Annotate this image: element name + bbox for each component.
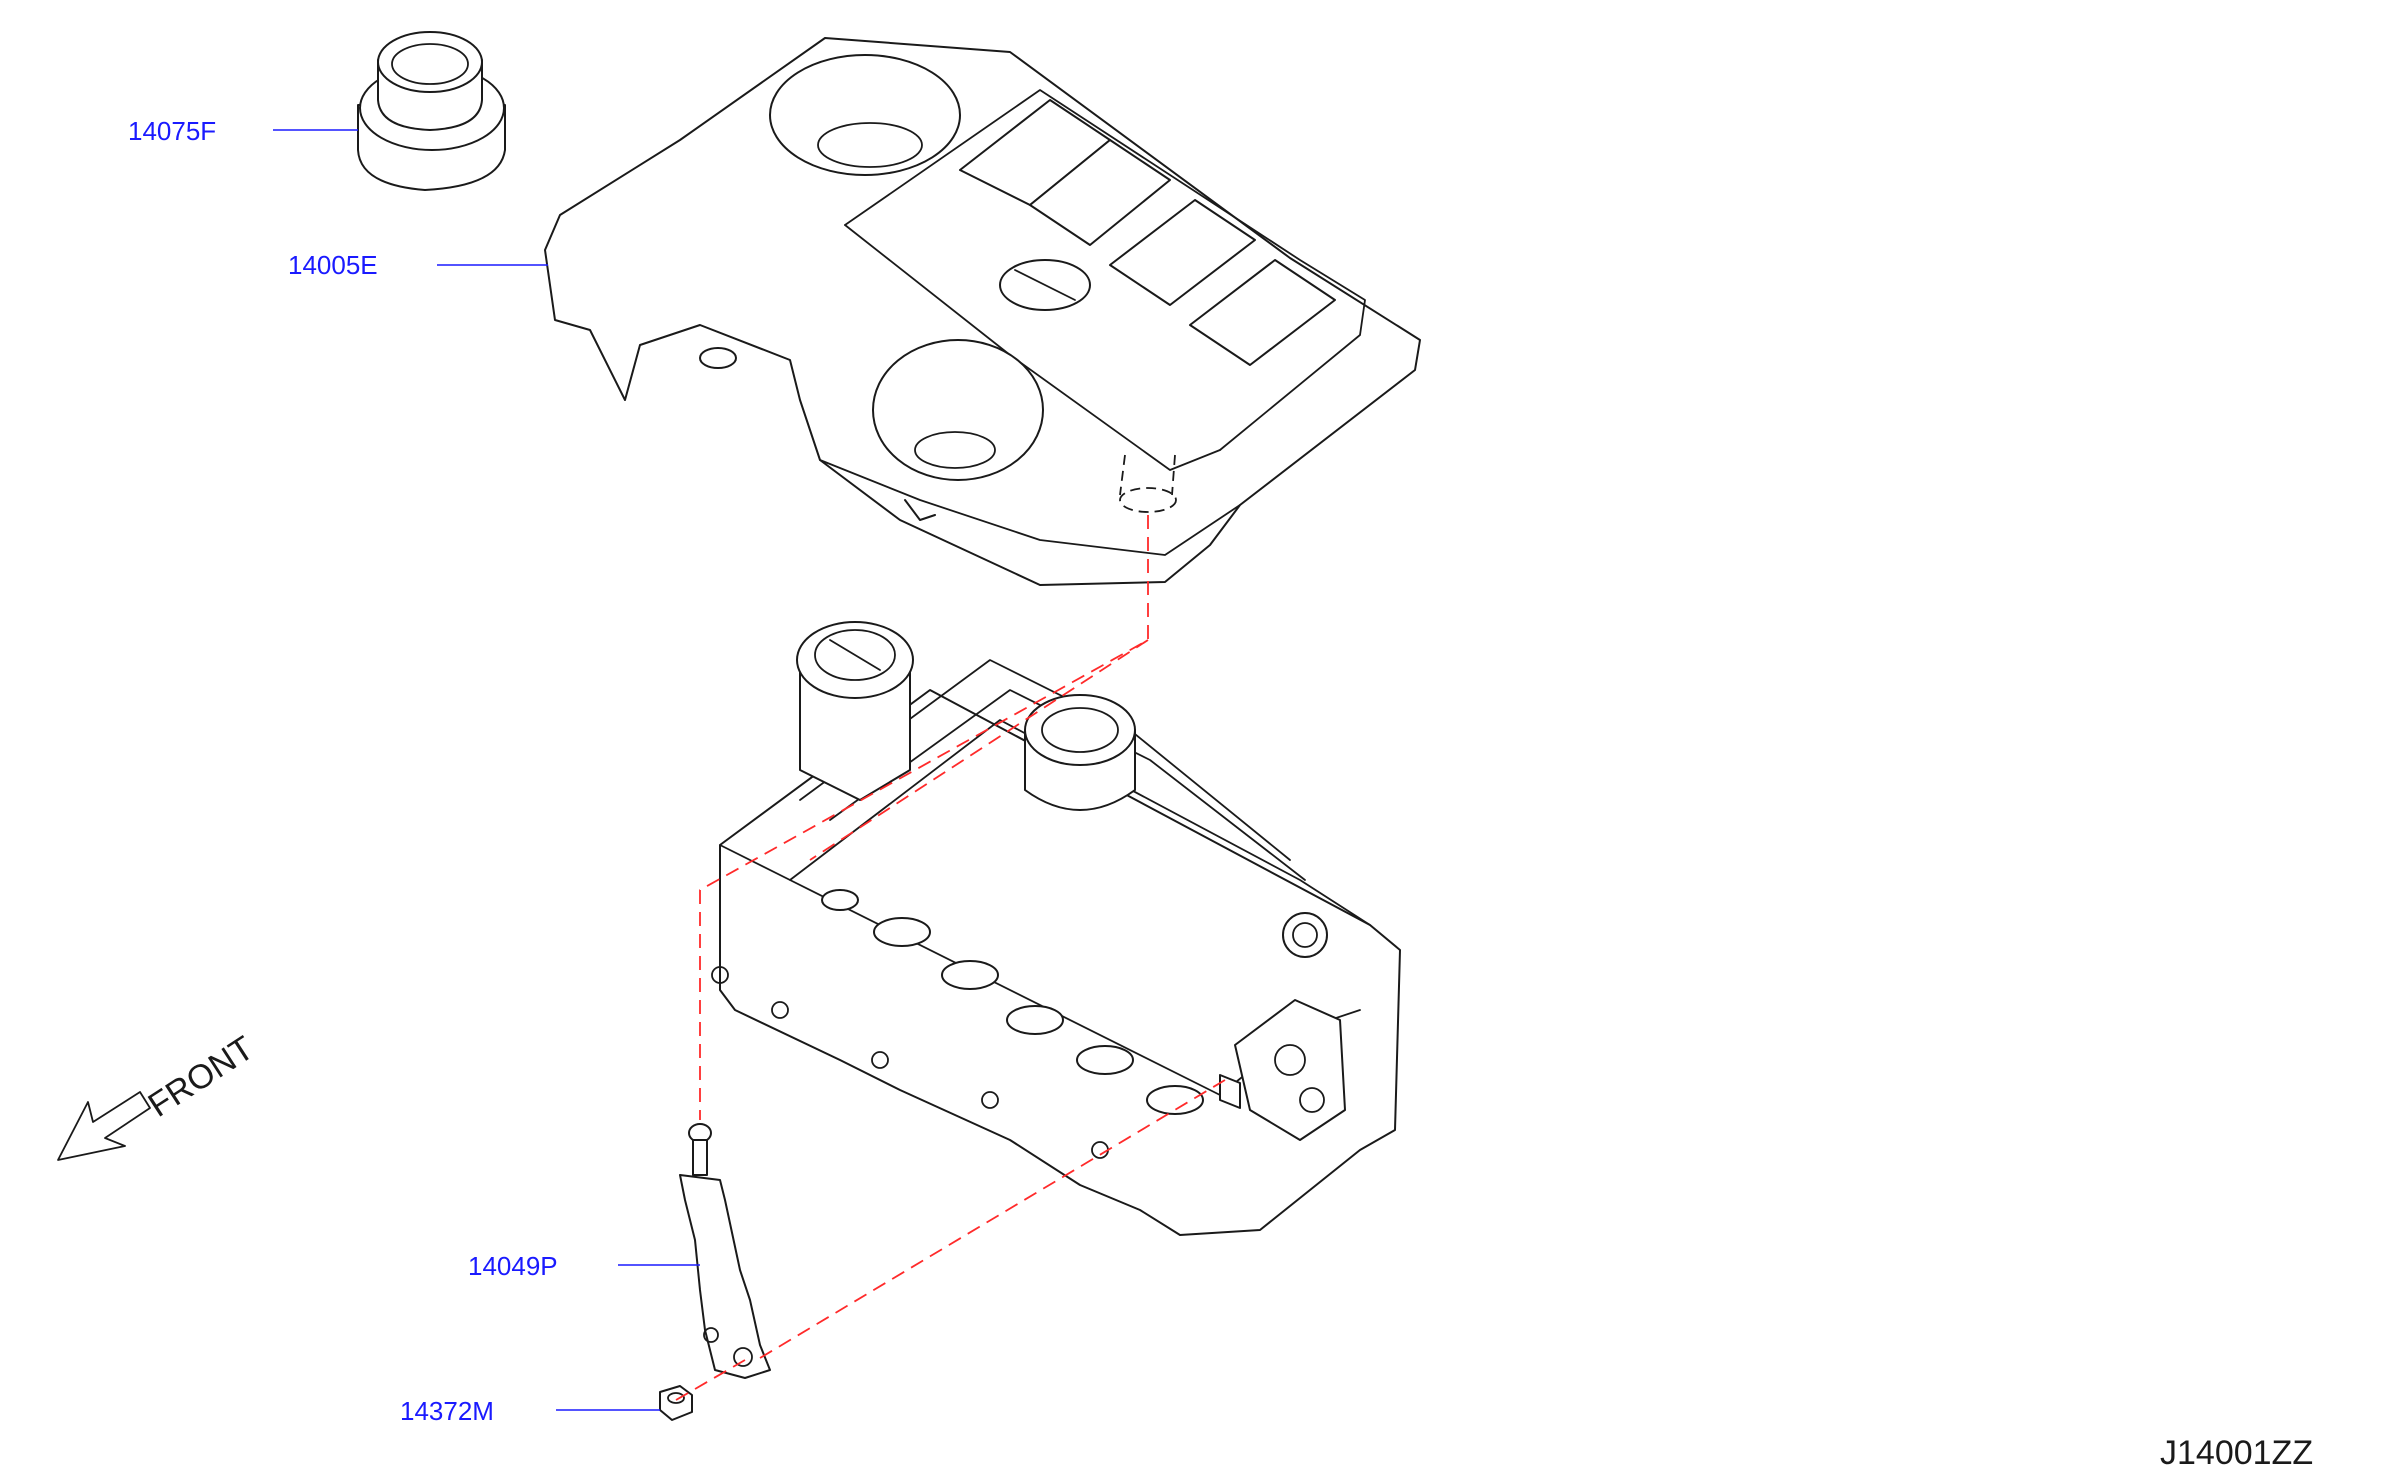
part-label-14005E[interactable]: 14005E bbox=[288, 250, 378, 280]
engine-cover-drawing bbox=[544, 37, 1421, 586]
part-label-14049P[interactable]: 14049P bbox=[468, 1251, 558, 1281]
nut-drawing bbox=[659, 1385, 693, 1421]
grommet-drawing bbox=[357, 31, 506, 191]
part-label-14372M[interactable]: 14372M bbox=[400, 1396, 494, 1426]
front-label: FRONT bbox=[142, 1029, 261, 1125]
assembly-guides bbox=[675, 515, 1226, 1401]
part-label-14075F[interactable]: 14075F bbox=[128, 116, 216, 146]
cylinder-head-drawing bbox=[711, 621, 1401, 1236]
diagram-code: J14001ZZ bbox=[2160, 1434, 2313, 1472]
front-direction-arrow-icon bbox=[57, 1091, 151, 1161]
bracket-drawing bbox=[679, 1123, 771, 1379]
